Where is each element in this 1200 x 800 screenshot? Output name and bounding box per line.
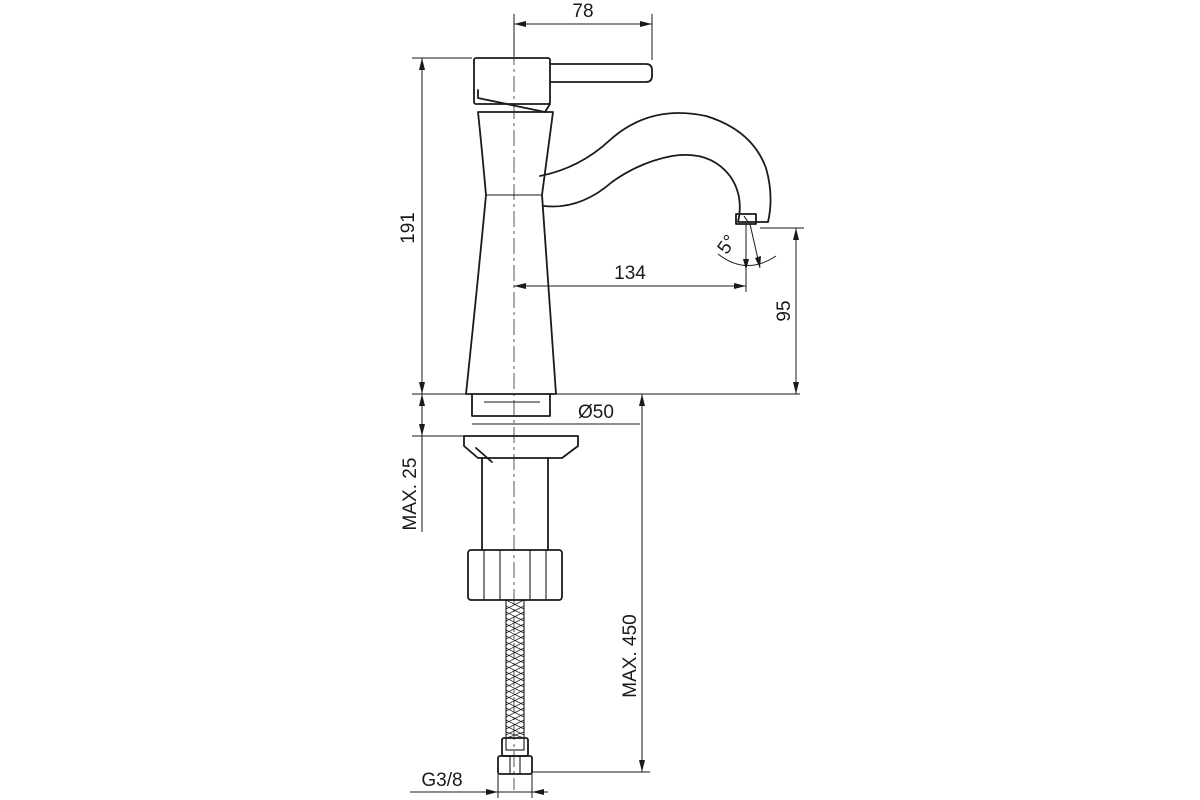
connection-thread-label: G3/8 xyxy=(421,770,462,791)
hose-length-label: MAX. 450 xyxy=(620,614,641,697)
dimension-hose-length: MAX. 450 xyxy=(532,394,650,773)
hose-braid xyxy=(505,599,525,739)
deck-thickness-label: MAX. 25 xyxy=(400,458,421,531)
spout-height-label: 95 xyxy=(774,300,795,321)
base-diameter-label: Ø50 xyxy=(578,402,614,423)
faucet-body xyxy=(463,57,772,775)
dimension-spout-height: 95 xyxy=(760,227,804,394)
faucet-column xyxy=(465,111,557,395)
hose-nut xyxy=(497,755,533,775)
dimension-base-diameter: Ø50 xyxy=(472,402,640,425)
mounting-plate xyxy=(463,435,579,459)
dimension-spout-angle: 5° xyxy=(714,223,777,270)
handle-cap xyxy=(473,57,551,105)
base-ring xyxy=(471,393,551,417)
handle-collar xyxy=(477,89,551,113)
lever-reach-label: 78 xyxy=(572,1,593,22)
lever-arm xyxy=(549,63,653,83)
dimension-lever-reach: 78 xyxy=(513,1,653,60)
total-height-label: 191 xyxy=(398,212,419,244)
spout xyxy=(539,112,772,223)
dimension-connection-thread: G3/8 xyxy=(410,770,548,798)
dimension-total-height: 191 xyxy=(398,57,800,395)
mounting-nut xyxy=(467,549,563,601)
mounting-shank xyxy=(481,457,549,551)
dimension-deck-thickness: MAX. 25 xyxy=(400,394,464,532)
spout-reach-label: 134 xyxy=(614,263,646,284)
